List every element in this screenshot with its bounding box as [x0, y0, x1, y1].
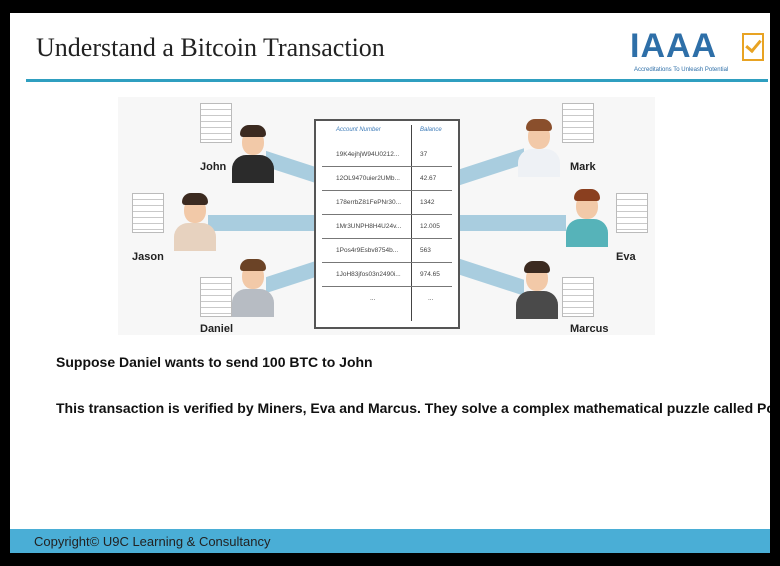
table-row: ... ...	[322, 289, 452, 309]
checkmark-icon	[742, 33, 764, 61]
balance-value: 42.67	[420, 175, 437, 182]
ledger-icon	[562, 277, 594, 317]
header-account-number: Account Number	[336, 127, 381, 133]
body-text-1: Suppose Daniel wants to send 100 BTC to …	[56, 354, 373, 370]
logo-tagline: Accreditations To Unleash Potential	[634, 67, 729, 73]
ledger-icon	[200, 277, 232, 317]
table-row: 1Pos4r9Esbv8754b... 563	[322, 241, 452, 263]
table-row: 1Mr3UNPH8H4U24v... 12.005	[322, 217, 452, 239]
account-number: 19K4ejhjW94U0212...	[336, 151, 400, 158]
person-daniel-name: Daniel	[200, 323, 234, 335]
account-number: 1JoH83jfos03n2490i...	[336, 271, 401, 278]
connector-jason	[208, 215, 314, 231]
body-text-2: This transaction is verified by Miners, …	[56, 400, 770, 416]
ledger-icon	[616, 193, 648, 233]
table-row: 178errbZ81FePNr30... 1342	[322, 193, 452, 215]
person-john-avatar	[230, 125, 276, 183]
account-number: 178errbZ81FePNr30...	[336, 199, 402, 206]
balance-value: 974.65	[420, 271, 440, 278]
column-divider	[411, 125, 412, 321]
person-marcus-avatar	[514, 261, 560, 319]
connector-mark	[458, 148, 524, 186]
ledger-icon	[200, 103, 232, 143]
person-jason-avatar	[172, 193, 218, 251]
account-number: 12OL9470uier2UMb...	[336, 175, 400, 182]
slide-title: Understand a Bitcoin Transaction	[36, 33, 385, 62]
ledger-icon	[562, 103, 594, 143]
person-john-name: John	[200, 161, 227, 173]
balance-value: ...	[428, 295, 434, 302]
account-number: 1Mr3UNPH8H4U24v...	[336, 223, 402, 230]
account-balance-table: Account Number Balance 19K4ejhjW94U0212.…	[314, 119, 460, 329]
person-mark-avatar	[516, 119, 562, 177]
table-row: 12OL9470uier2UMb... 42.67	[322, 169, 452, 191]
header-balance: Balance	[420, 127, 442, 133]
person-marcus-name: Marcus	[570, 323, 609, 335]
balance-value: 37	[420, 151, 428, 158]
logo-text: IAAA	[630, 27, 718, 65]
balance-value: 1342	[420, 199, 435, 206]
table-header: Account Number Balance	[316, 127, 458, 141]
slide: Understand a Bitcoin Transaction IAAA Ac…	[10, 13, 770, 553]
person-daniel-avatar	[230, 259, 276, 317]
copyright-text: Copyright© U9C Learning & Consultancy	[34, 534, 271, 549]
connector-eva	[458, 215, 566, 231]
person-eva-avatar	[564, 189, 610, 247]
table-row: 1JoH83jfos03n2490i... 974.65	[322, 265, 452, 287]
ledger-icon	[132, 193, 164, 233]
iaaa-logo: IAAA Accreditations To Unleash Potential	[630, 27, 768, 77]
account-number: 1Pos4r9Esbv8754b...	[336, 247, 399, 254]
transaction-diagram: John Jason Daniel Mark Eva Marcus Accoun…	[118, 97, 655, 335]
person-eva-name: Eva	[616, 251, 636, 263]
table-row: 19K4ejhjW94U0212... 37	[322, 145, 452, 167]
title-divider	[26, 79, 768, 82]
balance-value: 12.005	[420, 223, 440, 230]
balance-value: 563	[420, 247, 431, 254]
footer-bar: Copyright© U9C Learning & Consultancy	[10, 529, 770, 553]
person-jason-name: Jason	[132, 251, 164, 263]
account-number: ...	[370, 295, 376, 302]
person-mark-name: Mark	[570, 161, 596, 173]
